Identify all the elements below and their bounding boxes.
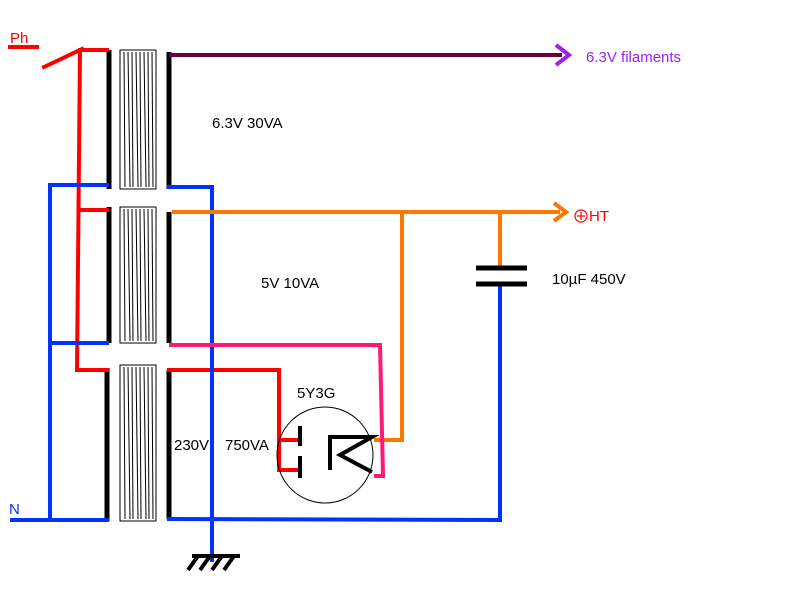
- ht-transformer-power-label: 750VA: [225, 437, 269, 454]
- phase-label: Ph: [10, 30, 28, 47]
- ht-transformer-voltage-label: 230V: [174, 437, 209, 454]
- transformer-windings: [104, 50, 172, 521]
- plus-circle-icon: [574, 209, 588, 223]
- secondary-return-wire: [167, 185, 214, 562]
- cathode-to-ht-wire: [374, 212, 404, 442]
- heater-wiring: [169, 343, 386, 478]
- ground-icon: [186, 554, 240, 572]
- filament-transformer-core: [119, 49, 157, 190]
- mains-switch: [41, 46, 85, 70]
- heater-transformer-core: [119, 206, 157, 344]
- ht-wiring: [172, 201, 570, 442]
- phase-wiring: [8, 45, 298, 472]
- rectifier-tube: [276, 406, 380, 504]
- filament-arrow-head: [554, 43, 573, 67]
- ht-transformer-core: [119, 364, 157, 522]
- ht-arrow-head: [552, 201, 570, 223]
- neutral-wiring: [10, 183, 502, 562]
- ht-anode-wire-1: [167, 368, 298, 442]
- filter-capacitor: [476, 265, 527, 287]
- rectifier-tube-label: 5Y3G: [297, 385, 335, 402]
- filament-transformer-label: 6.3V 30VA: [212, 115, 283, 132]
- ht-output-label: HT: [589, 208, 609, 225]
- filaments-output-label: 6.3V filaments: [586, 49, 681, 66]
- capacitor-label: 10µF 450V: [552, 271, 626, 288]
- capacitor-return-wire: [166, 282, 502, 523]
- neutral-label: N: [9, 501, 20, 518]
- tube-filament: [328, 435, 380, 474]
- ht-anode-wire-2: [277, 438, 298, 472]
- tube-envelope: [276, 406, 374, 504]
- filament-output-wire: [169, 43, 573, 67]
- heater-transformer-label: 5V 10VA: [261, 275, 319, 292]
